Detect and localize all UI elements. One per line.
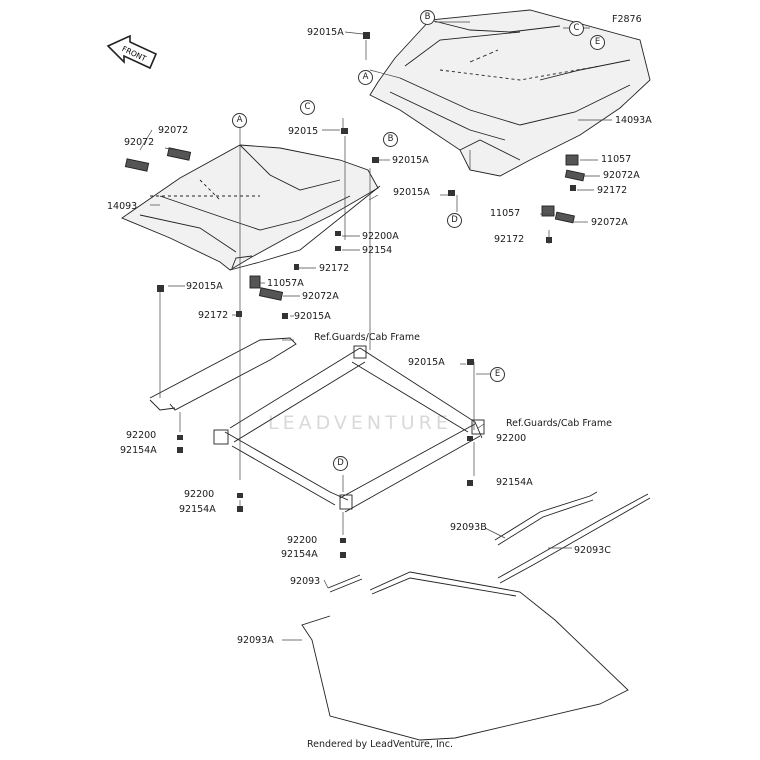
label-92200-b: 92200 (184, 489, 215, 500)
label-92172-left: 92172 (198, 310, 229, 321)
label-14093A: 14093A (615, 115, 652, 126)
label-92093A: 92093A (237, 635, 274, 646)
callout-e-2: E (490, 367, 505, 382)
leader-lines (139, 21, 612, 641)
label-92072-b: 92072 (124, 137, 155, 148)
callout-d-2: D (333, 456, 348, 471)
callout-a-1: A (358, 70, 373, 85)
label-92154A-r: 92154A (496, 477, 533, 488)
label-92172-r: 92172 (597, 185, 628, 196)
label-92093: 92093 (290, 576, 321, 587)
label-92154A-l: 92154A (120, 445, 157, 456)
label-92015A-left: 92015A (186, 281, 223, 292)
label-92200-l: 92200 (126, 430, 157, 441)
label-92072A-mid: 92072A (302, 291, 339, 302)
label-92015A-e: 92015A (408, 357, 445, 368)
label-ref-guards-2: Ref.Guards/Cab Frame (506, 418, 612, 429)
pads-and-clips (124, 147, 585, 301)
label-92072A-r: 92072A (603, 170, 640, 181)
hardware-parts (157, 32, 576, 558)
label-92154: 92154 (362, 245, 393, 256)
label-92093B: 92093B (450, 522, 487, 533)
label-92154A-b: 92154A (179, 504, 216, 515)
label-92154A-c: 92154A (281, 549, 318, 560)
label-92015A-top: 92015A (307, 27, 344, 38)
label-92200-c: 92200 (287, 535, 318, 546)
callout-c-1: C (569, 21, 584, 36)
callout-b-2: B (383, 132, 398, 147)
label-92015A-b: 92015A (392, 155, 429, 166)
cab-frame (149, 337, 485, 513)
label-14093: 14093 (107, 201, 138, 212)
callout-e-1: E (590, 35, 605, 50)
label-92200A: 92200A (362, 231, 399, 242)
roof-panel-right (369, 9, 651, 177)
label-11057-r2: 11057 (490, 208, 521, 219)
label-11057A: 11057A (267, 278, 304, 289)
footer-credit: Rendered by LeadVenture, Inc. (306, 739, 454, 750)
callout-b-1: B (420, 10, 435, 25)
label-ref-guards-1: Ref.Guards/Cab Frame (314, 332, 420, 343)
callout-a-2: A (232, 113, 247, 128)
label-92172-mid: 92172 (319, 263, 350, 274)
label-11057-r: 11057 (601, 154, 632, 165)
front-arrow-icon: FRONT (106, 34, 158, 70)
label-92015A-mid: 92015A (294, 311, 331, 322)
roof-panel-left (121, 144, 381, 271)
label-92072A-r2: 92072A (591, 217, 628, 228)
figure-code: F2876 (612, 14, 642, 25)
watermark: LEADVENTURE (268, 412, 452, 434)
callout-d-1: D (447, 213, 462, 228)
label-92015-c: 92015 (288, 126, 319, 137)
label-92200-r: 92200 (496, 433, 527, 444)
label-92172-r2: 92172 (494, 234, 525, 245)
label-92072-a: 92072 (158, 125, 189, 136)
seal-strips (301, 491, 651, 741)
label-92015A-d: 92015A (393, 187, 430, 198)
label-92093C: 92093C (574, 545, 611, 556)
callout-c-2: C (300, 100, 315, 115)
